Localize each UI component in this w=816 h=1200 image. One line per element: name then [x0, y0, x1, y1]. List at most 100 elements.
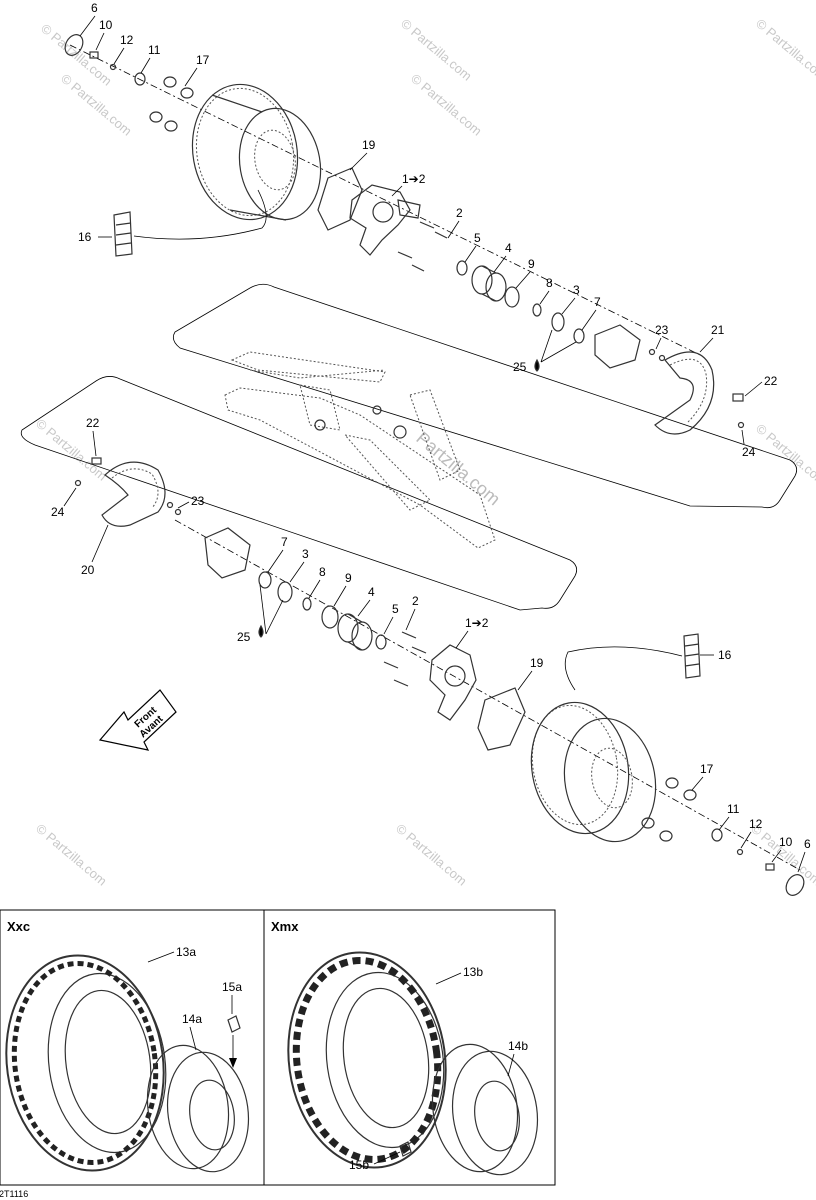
callout-3: 3	[302, 547, 309, 561]
callout-8: 8	[319, 565, 326, 579]
watermark-layer: © Partzilla.com © Partzilla.com © Partzi…	[33, 16, 816, 889]
rim-14a	[146, 1044, 250, 1173]
suspension-arms	[224, 351, 496, 549]
bearing-4-lower	[337, 613, 373, 651]
callout-13a: 13a	[176, 945, 196, 959]
callout-10: 10	[99, 18, 113, 32]
bolt-10-lower	[765, 863, 775, 871]
ring-9-lower	[321, 605, 339, 629]
o-ring-6-upper	[64, 34, 84, 56]
callout-24: 24	[742, 445, 756, 459]
callout-1-2: 1➔2	[402, 172, 426, 186]
callout-14a: 14a	[182, 1012, 202, 1026]
bolt-22-lower	[91, 457, 102, 465]
callout-4: 4	[368, 585, 375, 599]
callout-6: 6	[804, 837, 811, 851]
callout-23: 23	[191, 494, 205, 508]
circlip-8-lower	[302, 597, 312, 611]
grease-icon-lower	[258, 624, 264, 638]
callout-23: 23	[655, 323, 669, 337]
lug-nuts-17-lower	[641, 777, 697, 842]
panel-xxc-title: Xxc	[7, 919, 30, 934]
shim-16-lower	[683, 633, 701, 679]
rim-upper	[191, 83, 322, 221]
tire-13a	[5, 954, 167, 1172]
ring-7-lower	[258, 571, 272, 589]
callout-19: 19	[530, 656, 544, 670]
tire-options-frame	[0, 909, 556, 1186]
rim-14b	[431, 1043, 539, 1176]
knuckle-1-2-upper	[349, 184, 421, 256]
callout-5: 5	[392, 602, 399, 616]
callout-25: 25	[237, 630, 251, 644]
bolts-2-upper	[397, 221, 448, 272]
brake-disc-20	[101, 461, 166, 527]
callout-19: 19	[362, 138, 376, 152]
callout-15b: 15b	[349, 1158, 369, 1172]
screw-23-upper	[658, 354, 666, 362]
callout-15a: 15a	[222, 980, 242, 994]
callout-13b: 13b	[463, 965, 483, 979]
callout-21: 21	[711, 323, 725, 337]
arrow-icon	[229, 1058, 237, 1068]
valve-15a	[227, 1015, 241, 1033]
callout-7: 7	[281, 535, 288, 549]
watermark: © Partzilla.com	[753, 16, 816, 84]
callout-5: 5	[474, 231, 481, 245]
washer-12-lower	[736, 848, 744, 856]
nut-11-upper	[134, 72, 146, 86]
ring-9-upper	[504, 286, 520, 308]
seal-5-upper	[456, 260, 468, 276]
lower-centre-axis	[174, 519, 801, 871]
lug-nuts-17-upper	[149, 76, 194, 132]
bolts-2-lower	[383, 631, 427, 687]
bolt-24-lower	[74, 479, 82, 487]
callout-11: 11	[148, 43, 161, 57]
front-direction-arrow: Front Avant	[98, 689, 177, 751]
callout-9: 9	[345, 571, 352, 585]
callout-14b: 14b	[508, 1039, 528, 1053]
callout-24: 24	[51, 505, 65, 519]
callout-17: 17	[196, 53, 210, 67]
seal-3-upper	[551, 312, 565, 332]
bolt-24-upper	[737, 421, 745, 429]
upper-centre-axis	[69, 44, 701, 356]
watermark: © Partzilla.com	[408, 71, 485, 139]
valve-15b	[399, 1141, 412, 1157]
watermark: © Partzilla.com	[398, 16, 475, 84]
callout-12: 12	[749, 817, 763, 831]
callout-7: 7	[594, 295, 601, 309]
washer-12-upper	[109, 63, 117, 71]
shim-16-upper	[113, 211, 133, 257]
callout-20: 20	[81, 563, 95, 577]
watermark: Partzilla.com	[412, 428, 504, 510]
callout-17: 17	[700, 762, 714, 776]
watermark: © Partzilla.com	[33, 821, 110, 889]
seal-3-lower	[277, 581, 293, 603]
rim-lower	[530, 701, 657, 843]
lower-assembly-outline	[20, 376, 578, 611]
screw-23-lower	[174, 508, 182, 516]
watermark: © Partzilla.com	[393, 821, 470, 889]
tire-13b	[287, 951, 447, 1169]
callout-3: 3	[573, 283, 580, 297]
callout-16: 16	[718, 648, 732, 662]
gasket-19-lower	[477, 687, 526, 751]
lower-callouts: 22 24 23 20 7 3 8 9 4 5 2 1➔2 25 19 16	[51, 416, 811, 873]
callout-16: 16	[78, 230, 92, 244]
bolt-22-upper	[732, 393, 744, 402]
bearing-4-upper	[471, 265, 507, 302]
callout-4: 4	[505, 241, 512, 255]
bolt-10-upper	[89, 51, 99, 59]
screw-23-lower	[166, 501, 174, 509]
hub-lower	[204, 527, 251, 579]
callout-8: 8	[546, 276, 553, 290]
callout-1-2: 1➔2	[465, 616, 489, 630]
seal-5-lower	[375, 634, 387, 650]
callout-11: 11	[727, 802, 740, 816]
panel-xmx-title: Xmx	[271, 919, 299, 934]
callout-10: 10	[779, 835, 793, 849]
callout-12: 12	[120, 33, 134, 47]
o-ring-6-lower	[785, 874, 805, 896]
